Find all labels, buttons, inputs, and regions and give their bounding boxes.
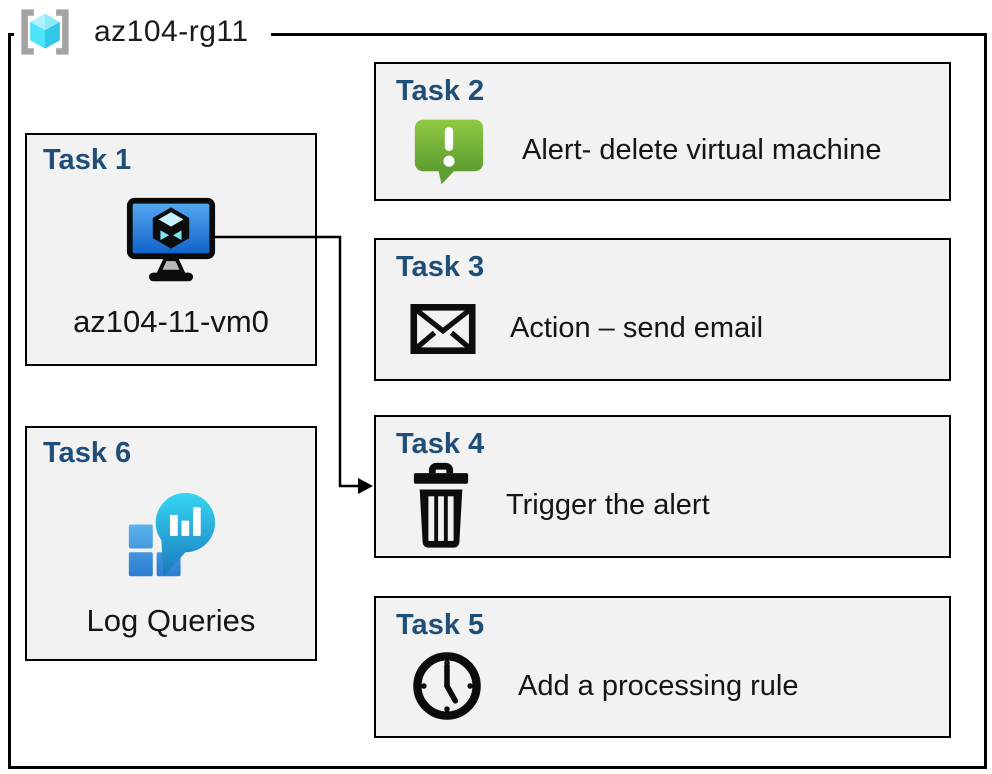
task-1-box: Task 1 az104-1 — [25, 133, 317, 366]
resource-group-icon — [14, 7, 76, 57]
task-3-label: Action – send email — [510, 312, 764, 344]
virtual-machine-icon — [125, 195, 217, 285]
resource-group-frame — [8, 33, 987, 769]
resource-group-header: az104-rg11 — [14, 4, 271, 60]
alert-icon — [410, 115, 488, 187]
task-6-label: Log Queries — [86, 603, 256, 638]
task-1-title: Task 1 — [43, 144, 132, 176]
task-1-label: az104-11-vm0 — [73, 304, 269, 339]
task-5-box: Task 5 Add a processing rule — [374, 596, 951, 738]
task-6-title: Task 6 — [43, 437, 132, 469]
task-4-box: Task 4 Trigger the alert — [374, 415, 951, 558]
task-4-title: Task 4 — [396, 428, 485, 460]
task-2-box: Task 2 Alert- delete virtual machine — [374, 62, 951, 201]
email-icon — [410, 303, 476, 355]
task-4-label: Trigger the alert — [506, 489, 710, 521]
task-5-label: Add a processing rule — [518, 669, 799, 702]
resource-group-label: az104-rg11 — [94, 15, 249, 48]
task-5-title: Task 5 — [396, 609, 485, 641]
task-3-box: Task 3 Action – send email — [374, 238, 951, 381]
task-2-label: Alert- delete virtual machine — [522, 134, 882, 166]
task-6-box: Task 6 — [25, 426, 317, 661]
task-3-title: Task 3 — [396, 251, 485, 283]
log-analytics-icon — [123, 490, 219, 582]
trash-icon — [410, 461, 472, 551]
task-2-title: Task 2 — [396, 75, 485, 107]
clock-icon — [410, 649, 484, 723]
